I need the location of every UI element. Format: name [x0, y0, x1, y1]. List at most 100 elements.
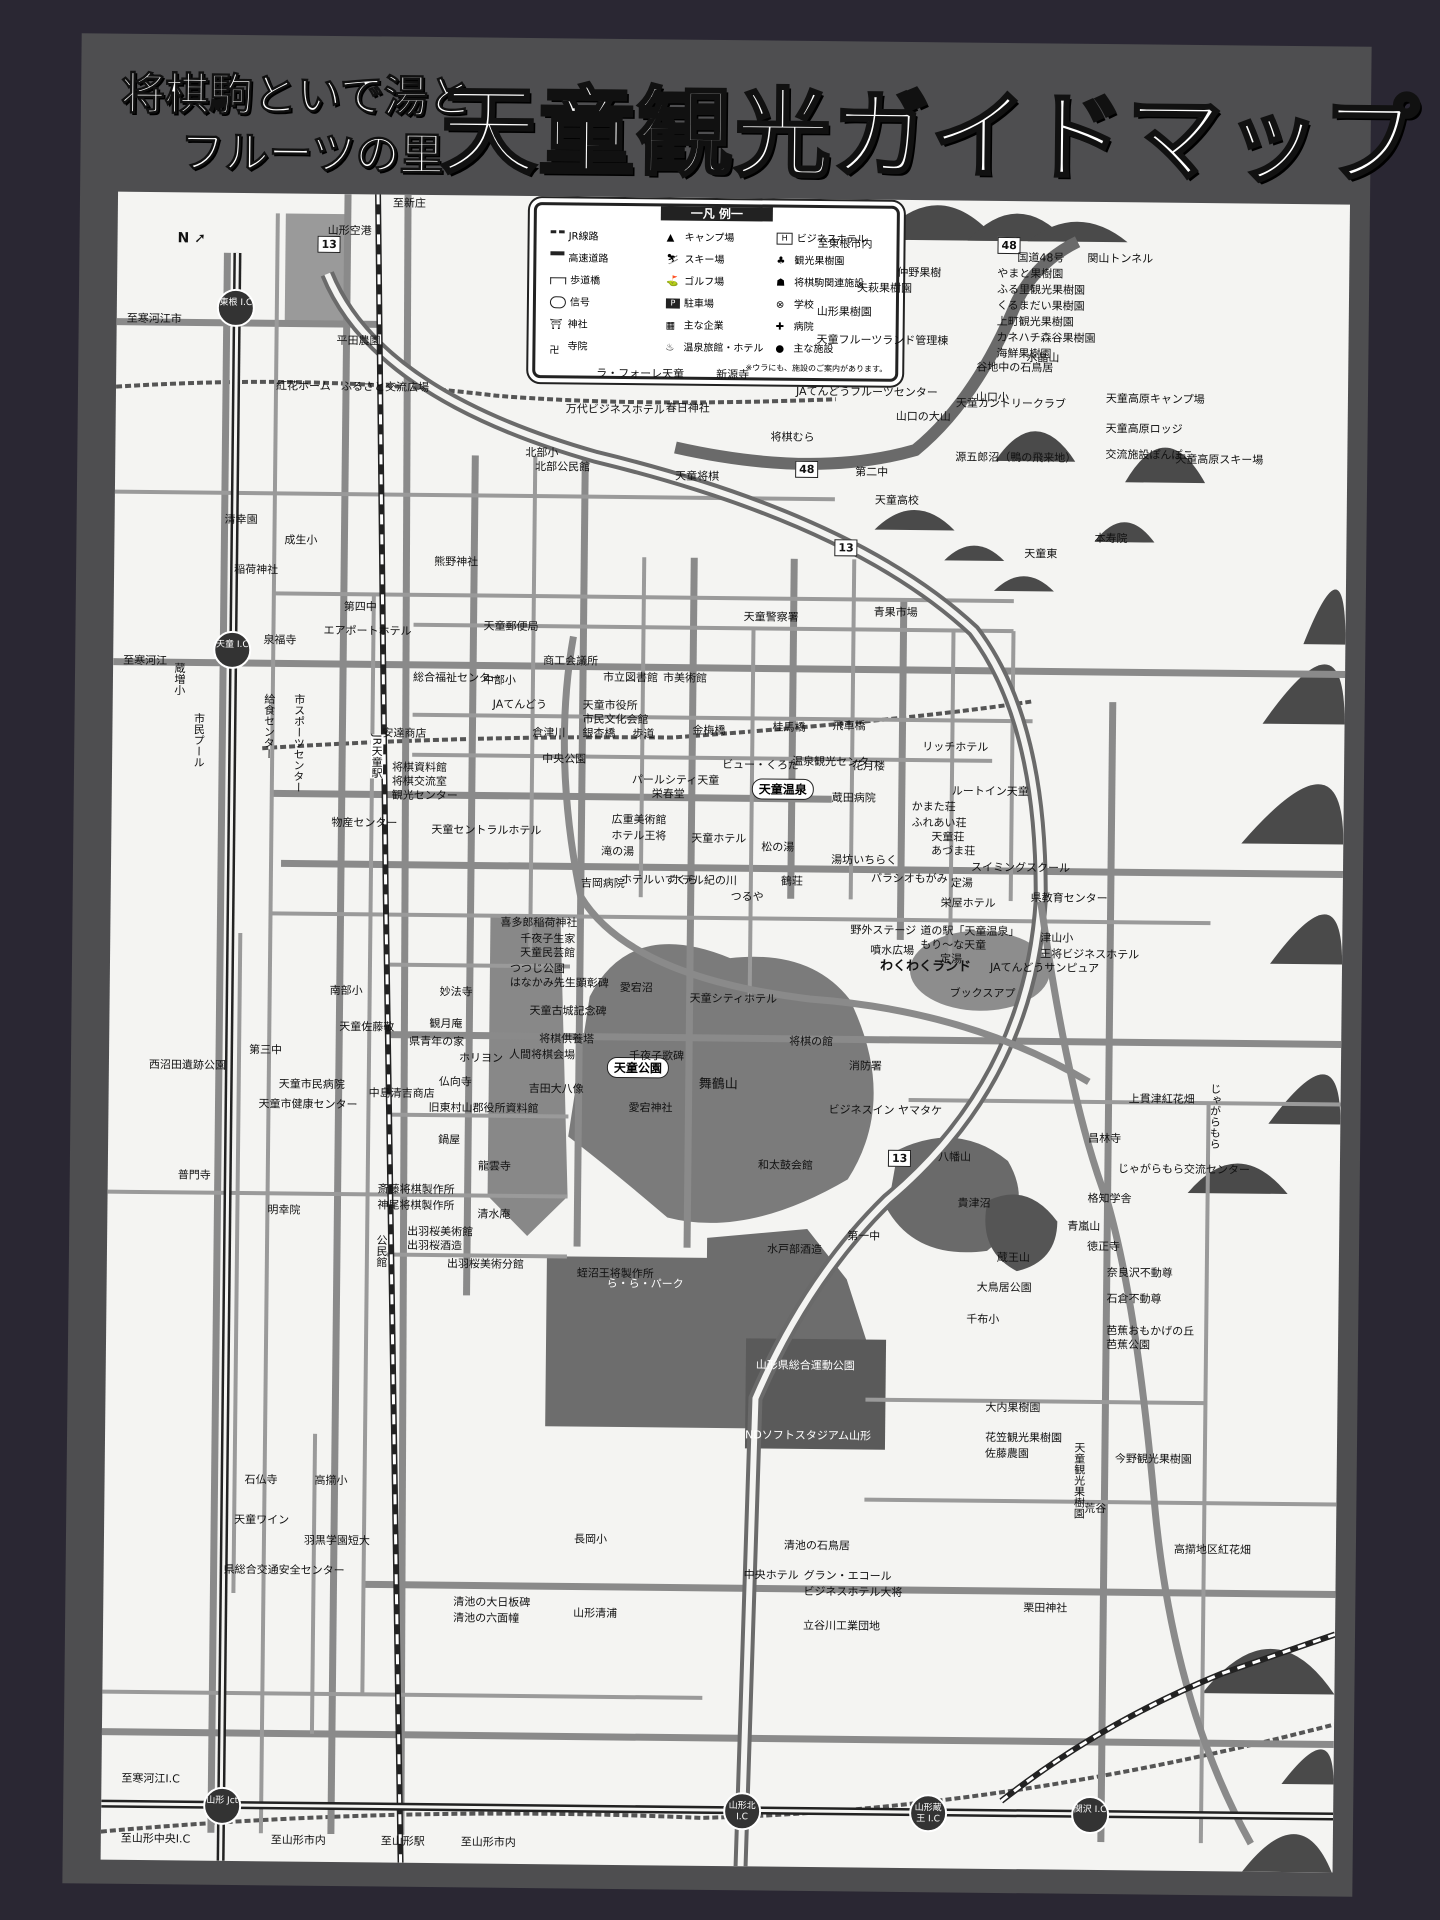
label-tsuruya[interactable]: つるや — [730, 890, 764, 904]
label-seiranzan[interactable]: 青嵐山 — [1067, 1219, 1101, 1234]
label-yamagata-koen[interactable]: 山形県総合運動公園 — [755, 1358, 855, 1373]
label-tendo-koko[interactable]: 天童高校 — [874, 493, 919, 508]
yamagatazao-ic[interactable]: 山形蔵王 I.C — [908, 1794, 948, 1833]
label-saito[interactable]: 斎藤将棋製作所 — [377, 1182, 455, 1197]
label-shogi-yakata[interactable]: 将棋の館 — [789, 1034, 834, 1049]
label-ishibutsu[interactable]: 石仏寺 — [244, 1473, 278, 1487]
label-hojion[interactable]: ホリヨン — [458, 1051, 504, 1065]
label-ryuunji[interactable]: 龍雲寺 — [477, 1159, 511, 1173]
label-hon[interactable]: 本寿院 — [1094, 531, 1128, 546]
label-tendo-hotel[interactable]: 天童ホテル — [691, 831, 747, 846]
label-jr-tendo-station[interactable]: JR天童駅 — [369, 734, 384, 779]
label-fureai[interactable]: ふれあい荘 — [911, 816, 967, 830]
yamagata-jct[interactable]: 山形 Jct — [202, 1786, 242, 1826]
label-kenko-center[interactable]: 天童市健康センター — [258, 1097, 358, 1112]
label-chubu-sho[interactable]: 中部小 — [482, 673, 517, 687]
label-chiyano[interactable]: 仲野果樹 — [897, 265, 942, 280]
label-central-hotel[interactable]: 天童セントラルホテル — [431, 823, 542, 838]
label-butsugoji[interactable]: 仏向寺 — [438, 1075, 472, 1089]
label-michinoeki[interactable]: 道の駅「天童温泉」 — [920, 924, 1020, 939]
label-mitsunuma[interactable]: 蛭沼王将製作所 — [576, 1266, 654, 1281]
label-teiyu[interactable]: 定湯 — [950, 876, 973, 890]
label-yamaboshi[interactable]: やまと果樹園 — [997, 266, 1064, 281]
label-yoshida[interactable]: 吉田大八像 — [528, 1082, 584, 1096]
label-shimin-pool[interactable]: 市民プール — [192, 712, 206, 768]
label-kamata[interactable]: かまた荘 — [911, 800, 956, 814]
label-business-daisho[interactable]: ビジネスホテル大将 — [803, 1584, 903, 1599]
label-hotel-ote[interactable]: ホテル王将 — [611, 828, 667, 843]
label-tokushoji[interactable]: 徳正寺 — [1087, 1239, 1121, 1254]
label-hachiman[interactable]: 八幡山 — [937, 1150, 972, 1164]
label-shiyakusho[interactable]: 天童市役所 — [582, 698, 638, 713]
label-ja-sunpia[interactable]: JAてんどうサンピュア — [989, 960, 1100, 976]
label-kitabu-kominkan[interactable]: 北部公民館 — [535, 460, 591, 474]
label-wataro[interactable]: 和太鼓会館 — [757, 1158, 813, 1173]
label-bunka[interactable]: 市民文化会館 — [582, 712, 649, 727]
label-nanbu-sho[interactable]: 南部小 — [329, 983, 363, 998]
label-kiyoike-hi[interactable]: 清池の大日板碑 — [453, 1595, 531, 1610]
label-yusaka[interactable]: 湯坊いちらく — [831, 853, 898, 867]
label-daikoku[interactable]: 大鳥居公園 — [976, 1280, 1032, 1295]
label-nd-soft[interactable]: NDソフトスタジアム山形 — [745, 1428, 872, 1443]
label-shinmeigu[interactable]: 山形清浦 — [573, 1606, 618, 1620]
label-yamagata-kaju[interactable]: 山形果樹園 — [816, 305, 872, 319]
label-nishinuma[interactable]: 西沼田遺跡公園 — [148, 1058, 226, 1072]
label-senpu[interactable]: 千布小 — [966, 1312, 1000, 1326]
label-shiryokan[interactable]: 将棋資料館 — [391, 760, 448, 775]
label-shimin-byoin[interactable]: 天童市民病院 — [278, 1077, 345, 1092]
label-tendo-shogi[interactable]: 天童将棋 — [675, 469, 720, 483]
label-ja-fruit[interactable]: JAてんどうフルーツセンター — [795, 384, 938, 400]
label-shogi-kuyo[interactable]: 将棋供養塔 — [539, 1032, 595, 1046]
label-shogi-mura[interactable]: 将棋むら — [770, 430, 815, 444]
label-grand-echole[interactable]: グラン・エコール — [803, 1568, 892, 1583]
label-oushou-biz[interactable]: 王将ビジネスホテル — [1040, 947, 1140, 962]
label-inari[interactable]: 稲荷神社 — [234, 562, 279, 577]
label-keisatsu[interactable]: 天童警察署 — [743, 610, 799, 624]
label-daisan-chu[interactable]: 第三中 — [249, 1043, 283, 1057]
label-kakuso[interactable]: 鶴荘 — [780, 874, 803, 888]
label-bijutsukan[interactable]: 市美術館 — [662, 671, 708, 685]
label-takinoyu[interactable]: 滝の湯 — [601, 844, 635, 859]
label-churitsu[interactable]: 中央公園 — [542, 752, 587, 766]
label-takahara[interactable]: 高擶小 — [314, 1473, 348, 1488]
label-furusato[interactable]: ふるさと交流広場 — [340, 380, 430, 394]
label-bashou[interactable]: 芭蕉おもかげの丘 — [1106, 1324, 1195, 1339]
label-kouminkan[interactable]: 公民館 — [374, 1234, 389, 1268]
label-takakurako[interactable]: 高擶地区紅花畑 — [1173, 1542, 1251, 1557]
label-hirata[interactable]: 平田農園 — [336, 333, 381, 348]
label-tsutsuji[interactable]: つつじ公園 — [509, 961, 566, 976]
label-keida[interactable]: 蔵田病院 — [831, 791, 876, 805]
label-funsui[interactable]: 噴水広場 — [870, 943, 915, 958]
label-kakunai[interactable]: 格知学舎 — [1087, 1191, 1132, 1206]
label-tendo-wine[interactable]: 天童ワイン — [234, 1512, 290, 1527]
label-tendo-so[interactable]: 天童荘 — [931, 830, 965, 844]
label-kumano[interactable]: 熊野神社 — [434, 555, 479, 569]
label-tendo-kyodo[interactable]: 天童民芸館 — [520, 945, 576, 960]
label-shogi-koryu[interactable]: 将棋交流室 — [391, 774, 447, 789]
label-richi[interactable]: リッチホテル — [922, 740, 989, 754]
label-parasio[interactable]: パラシオもがみ — [870, 871, 948, 886]
label-senpuku[interactable]: 泉福寺 — [263, 633, 297, 647]
label-senyakohi[interactable]: 千夜子歌碑 — [628, 1049, 685, 1063]
label-sports-center[interactable]: 市スポーツセンター — [291, 693, 306, 793]
label-kitabu-sho[interactable]: 北部小 — [525, 445, 559, 460]
label-atago-numa[interactable]: 愛宕沼 — [619, 980, 653, 995]
yamagatakita-ic[interactable]: 山形北 I.C — [722, 1792, 762, 1831]
label-hanatsuki[interactable]: 花月楼 — [852, 759, 886, 773]
label-kantoriku[interactable]: 天童カントリークラブ — [955, 396, 1066, 411]
label-dewazakura-1[interactable]: 出羽桜美術館 — [407, 1224, 474, 1239]
label-yubin[interactable]: 天童郵便局 — [483, 619, 539, 634]
label-shingenji[interactable]: 新源寺 — [716, 367, 750, 382]
label-matsunoyu[interactable]: 松の湯 — [761, 840, 795, 854]
higashine-ic[interactable]: 東根 I.C — [216, 288, 256, 328]
label-shobosho[interactable]: 消防署 — [848, 1059, 883, 1073]
label-books[interactable]: ブックスアプ — [949, 986, 1016, 1001]
label-chuo-hotel[interactable]: 中央ホテル — [743, 1568, 799, 1582]
label-kasuga[interactable]: 春日神社 — [665, 401, 710, 415]
label-senyakoke[interactable]: 千夜子生家 — [520, 931, 576, 946]
label-nagaoka[interactable]: 長岡小 — [573, 1532, 608, 1546]
label-dewazakura-3[interactable]: 出羽桜美術分館 — [446, 1257, 524, 1271]
label-shimizu[interactable]: 清水庵 — [477, 1207, 511, 1221]
label-kanko-center[interactable]: 観光センター — [391, 788, 458, 803]
label-jagara-center[interactable]: じゃがらもら交流センター — [1117, 1162, 1250, 1177]
